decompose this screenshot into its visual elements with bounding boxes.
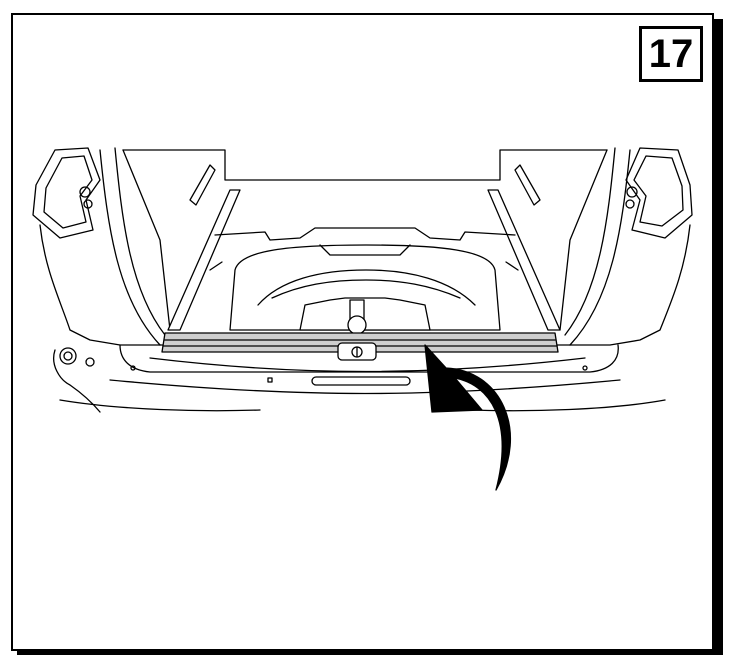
step-number: 17 (648, 32, 694, 76)
loading-sill (161, 332, 559, 361)
trunk-side-walls (167, 164, 561, 331)
step-number-box: 17 (639, 26, 703, 82)
lift-arrow-icon (424, 344, 512, 491)
tow-hook-icon (53, 347, 101, 413)
right-tailgate-panel (625, 147, 693, 239)
frame-shadow-bottom (17, 651, 723, 655)
spare-wheel-well (209, 227, 519, 335)
left-tailgate-panel (32, 147, 101, 239)
frame-shadow-right (714, 19, 723, 655)
car-body (39, 147, 691, 412)
